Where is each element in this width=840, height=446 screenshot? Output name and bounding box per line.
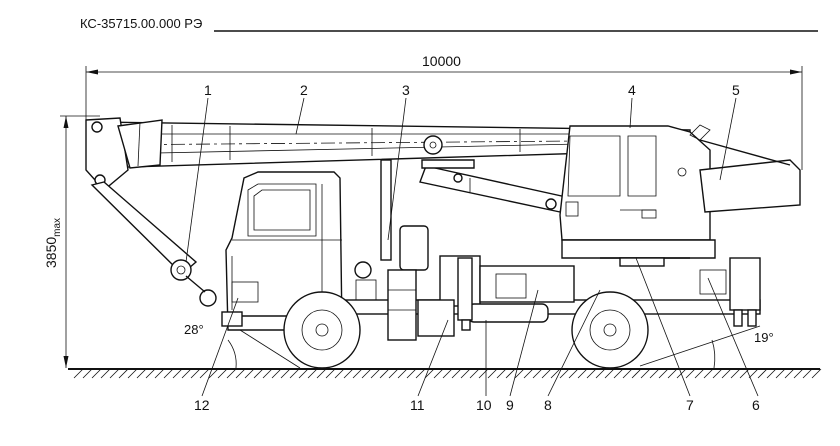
- height-value: 3850max: [43, 218, 63, 268]
- callout-5: 5: [732, 82, 740, 98]
- boom-support-post: [380, 159, 392, 261]
- callout-12: 12: [194, 397, 210, 413]
- callout-1: 1: [204, 82, 212, 98]
- ground-line: [68, 368, 822, 379]
- callout-9: 9: [506, 397, 514, 413]
- outrigger-front: [457, 257, 473, 331]
- document-code: КС-35715.00.000 РЭ: [80, 16, 203, 31]
- length-dimension: 10000: [85, 53, 803, 170]
- callout-3: 3: [402, 82, 410, 98]
- callout-leaders: [185, 97, 759, 397]
- rear-wheel: [571, 291, 649, 369]
- approach-angle: 28°: [184, 322, 301, 369]
- outrigger-rear: [729, 257, 761, 327]
- length-value: 10000: [422, 53, 461, 69]
- jib-strut: [90, 181, 217, 307]
- lifting-cylinder: [419, 159, 567, 213]
- callout-10: 10: [476, 397, 492, 413]
- callout-2: 2: [300, 82, 308, 98]
- boom-head: [85, 117, 163, 191]
- height-dimension: 3850max: [43, 115, 100, 368]
- turret: [559, 124, 801, 267]
- callout-11: 11: [410, 397, 425, 413]
- callout-4: 4: [628, 82, 636, 98]
- departure-angle-label: 19°: [754, 330, 774, 345]
- callout-7: 7: [686, 397, 694, 413]
- front-wheel: [283, 291, 361, 369]
- departure-angle: 19°: [639, 325, 774, 369]
- callout-labels: 1 2 3 4 5 6 7 8 9 10 11 12: [194, 82, 760, 413]
- approach-angle-label: 28°: [184, 322, 204, 337]
- callout-6: 6: [752, 397, 760, 413]
- callout-8: 8: [544, 397, 552, 413]
- truck-cab: [221, 171, 343, 331]
